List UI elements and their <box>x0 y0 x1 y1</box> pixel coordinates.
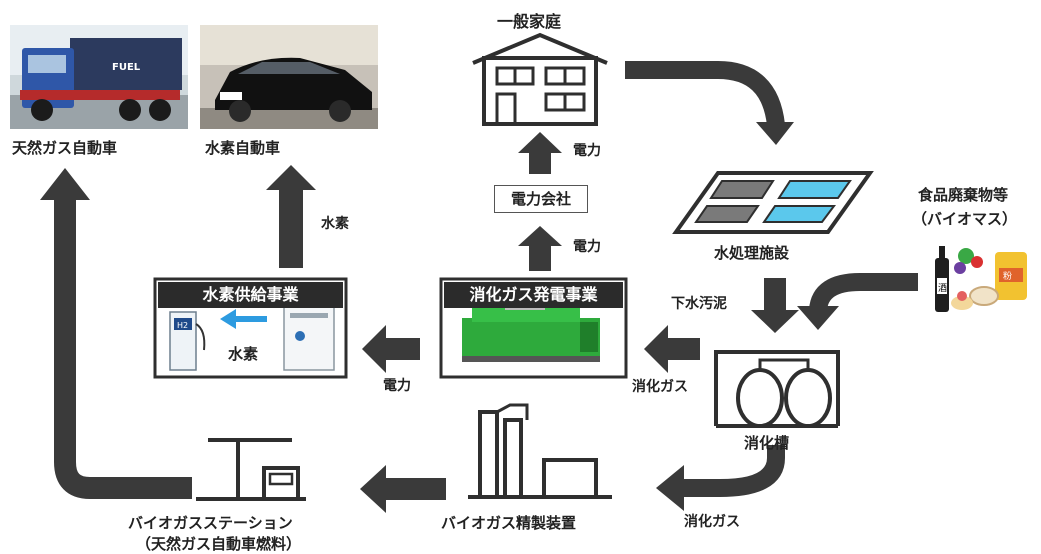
arrow-power-to-company <box>518 226 562 271</box>
sewage-sludge-label: 下水汚泥 <box>671 296 727 312</box>
arrowhead-household-to-water <box>756 122 794 145</box>
arrow-gas-to-refinery <box>680 445 785 497</box>
arrowhead-food-waste <box>797 306 839 330</box>
svg-text:酒: 酒 <box>938 283 947 294</box>
food-waste-label: 食品廃棄物等 <box>918 186 1009 204</box>
refinery-icon <box>468 403 612 499</box>
arrow-refinery-to-station <box>360 465 446 513</box>
power-label-mid: 電力 <box>573 239 601 255</box>
digestion-gas-label-2: 消化ガス <box>684 514 740 530</box>
h2-vehicle-label: 水素自動車 <box>205 139 281 157</box>
arrow-power-to-hydrogen <box>362 325 420 373</box>
arrowhead-station-to-ngv <box>40 168 90 200</box>
arrow-station-to-ngv <box>54 196 192 499</box>
biogas-station-icon <box>196 438 306 501</box>
ng-vehicle-label: 天然ガス自動車 <box>12 139 118 157</box>
digester-label: 消化槽 <box>744 434 790 452</box>
arrow-household-to-water <box>625 61 785 127</box>
hydrogen-flow-label: 水素 <box>321 216 349 232</box>
digestion-gas-label-1: 消化ガス <box>632 379 688 395</box>
gas-generator-picture <box>462 300 600 362</box>
arrow-food-waste <box>809 273 918 312</box>
station-fuel-label: （天然ガス自動車燃料） <box>136 535 302 553</box>
arrow-power-to-house <box>518 132 562 174</box>
svg-text:FUEL: FUEL <box>112 62 141 73</box>
hydrogen-car-photo <box>200 25 378 129</box>
water-treatment-label: 水処理施設 <box>714 244 790 262</box>
food-waste-picture: 酒 粉 <box>935 246 1027 312</box>
natural-gas-truck-photo: FUEL <box>10 25 188 129</box>
household-label: 一般家庭 <box>497 12 562 31</box>
arrow-hydrogen-to-car <box>266 165 316 268</box>
power-company-box: 電力会社 <box>494 185 588 213</box>
svg-text:H2: H2 <box>177 321 188 330</box>
station-label: バイオガスステーション <box>128 514 293 532</box>
hydrogen-generator-picture <box>283 306 335 371</box>
power-label-top: 電力 <box>573 143 601 159</box>
house-icon <box>472 32 608 126</box>
arrow-sludge-down <box>751 278 799 333</box>
biomass-label: （バイオマス） <box>912 210 1018 228</box>
arrowhead-gas-to-refinery <box>656 465 684 511</box>
hydrogen-dispenser-picture: H2 <box>169 311 206 371</box>
digester-icon <box>714 350 840 428</box>
digestion-power-title: 消化ガス発電事業 <box>444 282 623 308</box>
refinery-label: バイオガス精製装置 <box>441 514 577 532</box>
power-label-left: 電力 <box>383 378 411 394</box>
hydrogen-supply-title: 水素供給事業 <box>158 282 343 308</box>
hydrogen-inner-label: 水素 <box>228 345 259 363</box>
arrow-gas-to-power <box>644 325 700 373</box>
flow-arrows <box>40 61 918 513</box>
water-treatment-icon <box>672 171 874 234</box>
svg-text:粉: 粉 <box>1003 270 1012 282</box>
